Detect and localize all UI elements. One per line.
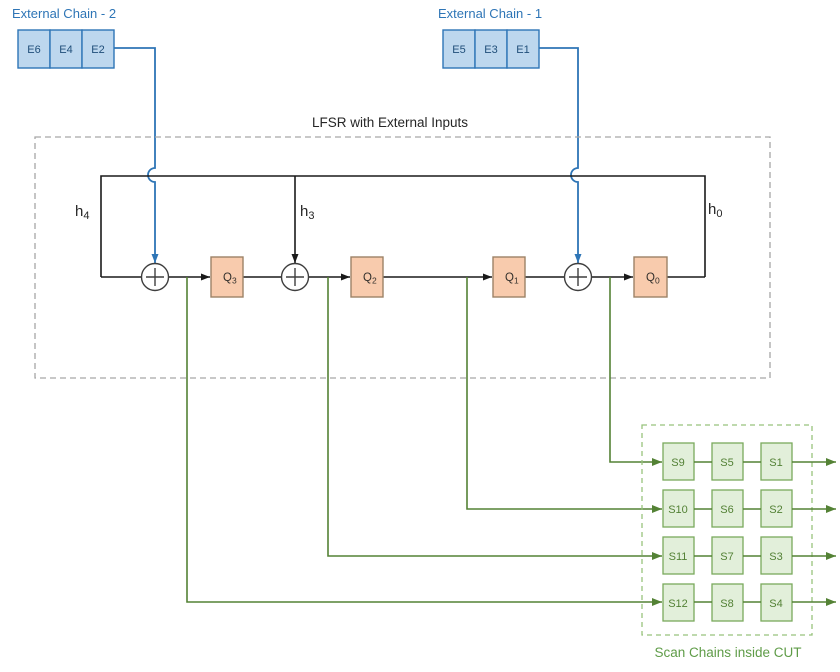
wire-external2-to-xor1 (114, 47, 159, 263)
register-e4-label: E4 (59, 44, 72, 56)
scan-cell-s6-label: S6 (720, 504, 733, 516)
scan-cell-s8-label: S8 (720, 598, 733, 610)
register-q2-label: Q2 (363, 272, 377, 286)
scan-cell-s2 (760, 489, 793, 528)
lfsr-title: LFSR with External Inputs (312, 115, 468, 130)
external-chain-2-title: External Chain - 2 (12, 6, 116, 21)
register-q3 (210, 256, 244, 298)
scan-cell-s11 (662, 536, 695, 575)
scan-cell-s10 (662, 489, 695, 528)
wire-to-scan-row-1 (609, 277, 662, 466)
scan-row-1: S9 S5 S1 (662, 442, 836, 481)
scan-cell-s8 (711, 583, 744, 622)
register-e4 (49, 29, 83, 69)
scan-cell-s4-label: S4 (769, 598, 782, 610)
scan-chains-title: Scan Chains inside CUT (654, 645, 801, 660)
lfsr-block: LFSR with External Inputs h4 h3 h0 (34, 115, 771, 379)
register-e1 (506, 29, 540, 69)
scan-cell-s3-label: S3 (769, 551, 782, 563)
scan-cell-s7-label: S7 (720, 551, 733, 563)
scan-row-3: S11 S7 S3 (662, 536, 836, 575)
register-q3-label: Q3 (223, 272, 237, 286)
xor-gate-2 (280, 262, 310, 292)
register-e3 (474, 29, 508, 69)
scan-feed-wires (186, 277, 662, 606)
scan-row-4: S12 S8 S4 (662, 583, 836, 622)
scan-cell-s1-label: S1 (769, 457, 782, 469)
wire-external1-to-xor3 (539, 47, 582, 263)
scan-cell-s9-label: S9 (671, 457, 684, 469)
scan-dashed-border (641, 424, 813, 636)
scan-cell-s7 (711, 536, 744, 575)
scan-cell-s2-label: S2 (769, 504, 782, 516)
wire-to-scan-row-3 (327, 277, 662, 560)
scan-cell-s12-label: S12 (668, 598, 688, 610)
scan-cell-s11-label: S11 (669, 551, 688, 563)
wire-feedback-loop (100, 175, 706, 277)
register-q1-label: Q1 (505, 272, 519, 286)
register-e3-label: E3 (484, 44, 497, 56)
external-chain-2: External Chain - 2 E6 E4 E2 (12, 6, 159, 263)
external-chain-1: External Chain - 1 E5 E3 E1 (438, 6, 582, 263)
xor-gate-1 (140, 262, 170, 292)
tap-label-h4: h4 (75, 203, 89, 222)
tap-label-h0: h0 (708, 201, 722, 220)
scan-row-2: S10 S6 S2 (662, 489, 836, 528)
lfsr-dashed-border (34, 136, 771, 379)
register-e5-label: E5 (452, 44, 465, 56)
wire-to-scan-row-2 (466, 277, 662, 513)
external-chain-1-title: External Chain - 1 (438, 6, 542, 21)
register-e1-label: E1 (516, 44, 529, 56)
xor-gate-3 (563, 262, 593, 292)
scan-cell-s5-label: S5 (720, 457, 733, 469)
tap-label-h3: h3 (300, 203, 314, 222)
register-e2-label: E2 (91, 44, 104, 56)
scan-cell-s9 (662, 442, 695, 481)
register-q0 (633, 256, 668, 298)
wire-to-scan-row-4 (186, 277, 662, 606)
register-e6 (17, 29, 51, 69)
scan-cell-s10-label: S10 (668, 504, 688, 516)
register-e2 (81, 29, 115, 69)
scan-chains-block: S9 S5 S1 S10 S6 S2 S11 S7 S3 (641, 424, 836, 660)
register-q0-label: Q0 (646, 272, 660, 286)
register-q2 (350, 256, 384, 298)
register-q1 (492, 256, 526, 298)
register-e6-label: E6 (27, 44, 40, 56)
